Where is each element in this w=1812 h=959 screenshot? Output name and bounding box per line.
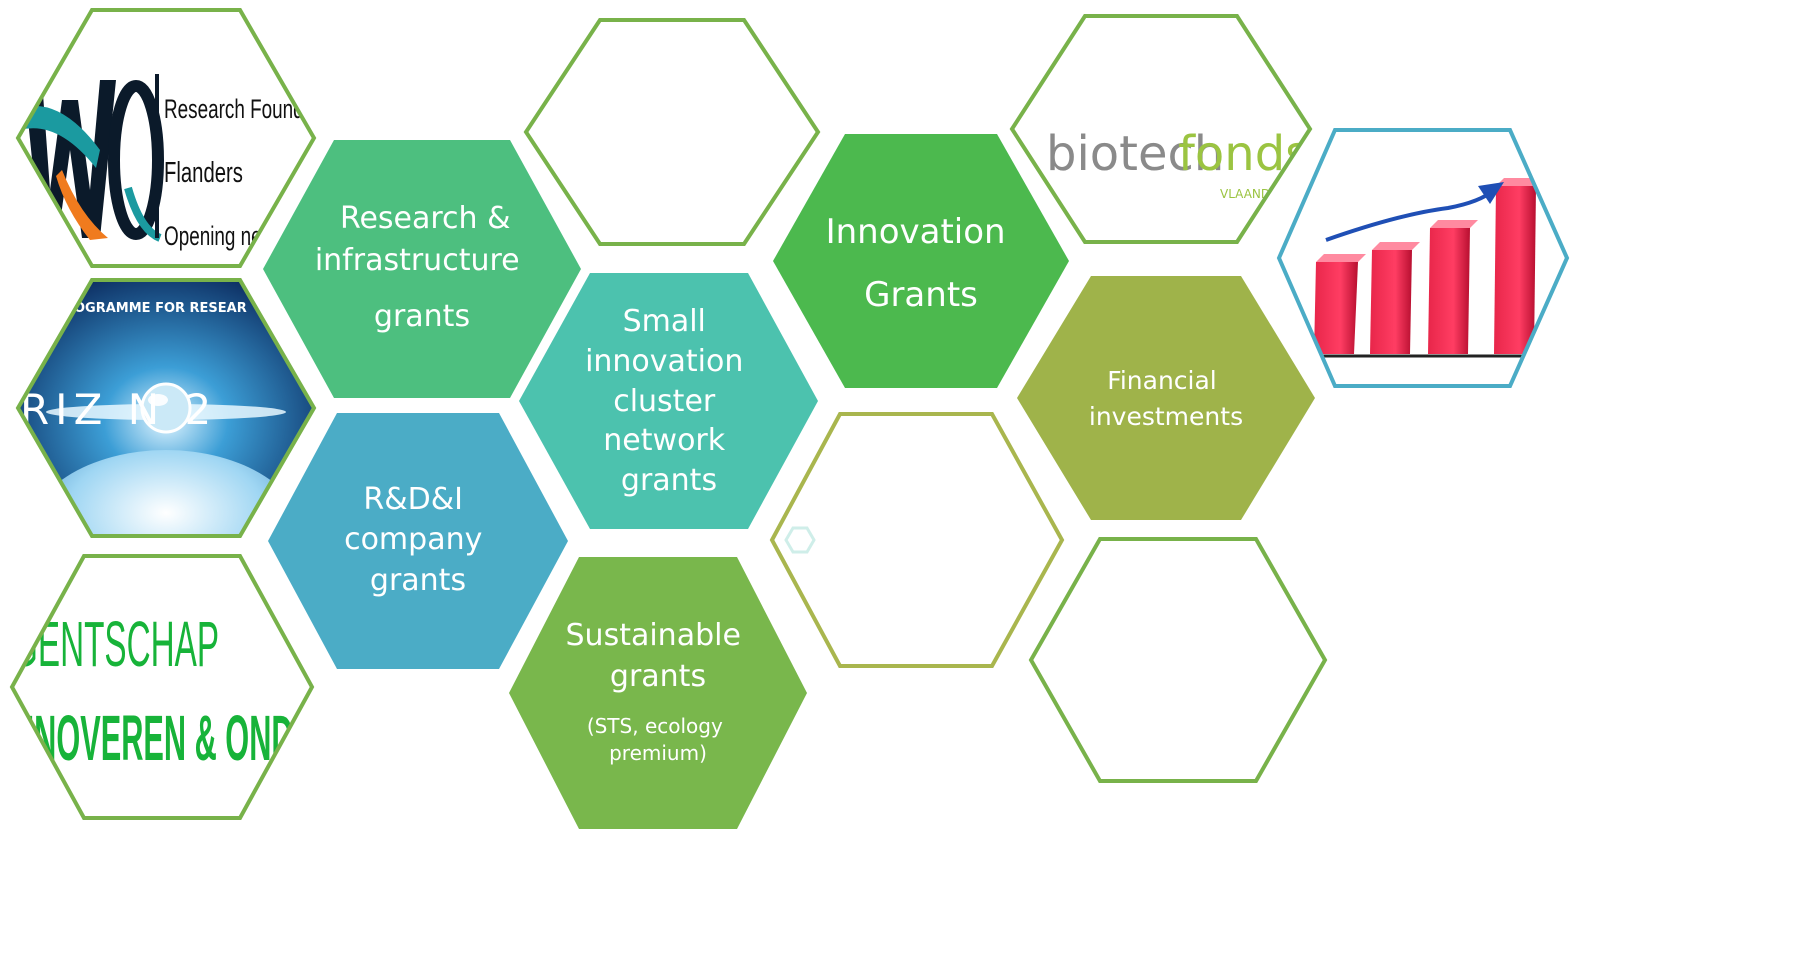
fwo-logo-hexagon: Research Foundatio Flanders Opening new … [15, 8, 334, 268]
agentschap-logo-hexagon: GENTSCHAP NNOVEREN & ONDERNEMEN [9, 554, 447, 820]
innovation-label-line-1: Innovation [826, 212, 1006, 252]
rdi-label-line-1: R&D&I [363, 482, 463, 517]
small-hexagon-icon [784, 526, 816, 554]
rdi-label-line-3: grants [370, 563, 466, 598]
sustainable-label-line-1: Sustainable [566, 618, 741, 653]
agentschap-line-2: NNOVEREN & ONDERNEMEN [12, 703, 447, 774]
empty-hexagon-middle [769, 412, 1065, 668]
svg-text:R&D&I company gran: R&D&I company grants [344, 482, 492, 598]
horizon-logo-hexagon: OGRAMME FOR RESEAR RIZ N 2 [15, 278, 317, 538]
rdi-label-line-2: company [344, 522, 482, 557]
cluster-label-line-5: grants [621, 463, 717, 498]
fwo-logo-line-2: Flanders [164, 157, 243, 189]
cluster-label-line-2: innovation [585, 344, 743, 379]
cluster-label-line-3: cluster [613, 384, 716, 419]
research-infrastructure-grants-hexagon: Research & infrastructure grants [263, 140, 581, 398]
cluster-label-line-1: Small [623, 304, 706, 339]
empty-hexagon-top [523, 18, 821, 246]
financial-label-line-2: investments [1089, 402, 1243, 431]
financial-label-line-1: Financial [1107, 366, 1216, 395]
agentschap-line-1: GENTSCHAP [12, 608, 219, 680]
sustainable-grants-hexagon: Sustainable grants (STS, ecology premium… [509, 557, 807, 829]
biotech-word-b: fonds [1178, 126, 1310, 182]
sustainable-sub-line-1: (STS, ecology [587, 714, 723, 738]
biotechfonds-logo-hexagon: biotech fonds VLAANDEREN [1009, 14, 1313, 244]
svg-text:(STS, ecology premium): (STS, ecology premium) [587, 714, 729, 765]
biotech-sub: VLAANDEREN [1220, 187, 1303, 201]
svg-text:Innovation Grants: Innovation Grants [826, 212, 1017, 315]
sustainable-sub-line-2: premium) [609, 741, 707, 765]
cluster-label-line-4: network [603, 423, 725, 458]
svg-text:Financial investments: Financial investments [1089, 366, 1243, 431]
research-label-line-1: Research & [340, 201, 511, 236]
horizon-top-text: OGRAMME FOR RESEAR [74, 301, 247, 316]
small-innovation-cluster-grants-hexagon: Small innovation cluster network grants [519, 273, 818, 529]
svg-text:Sustainable grants: Sustainable grants [566, 618, 751, 694]
sustainable-label-line-2: grants [610, 659, 706, 694]
horizon-word: RIZ N 2 [20, 385, 217, 434]
innovation-grants-hexagon: Innovation Grants [773, 134, 1069, 388]
innovation-label-line-2: Grants [864, 275, 978, 315]
rdi-company-grants-hexagon: R&D&I company grants [268, 413, 568, 669]
fwo-logo-line-1: Research Foundatio [164, 94, 334, 124]
horizon-2020-globe-icon [26, 382, 306, 536]
svg-text:Small innovation c: Small innovation cluster network grants [585, 304, 753, 498]
empty-hexagon-bottom [1028, 537, 1328, 783]
research-label-line-3: grants [374, 299, 470, 334]
svg-text:Research & infrastructur: Research & infrastructure grants [315, 201, 529, 334]
research-label-line-2: infrastructure [315, 243, 520, 278]
biotech-word-a: biotech [1046, 126, 1224, 182]
financial-investments-hexagon: Financial investments [1017, 276, 1315, 520]
growth-chart-hexagon [1276, 128, 1570, 388]
